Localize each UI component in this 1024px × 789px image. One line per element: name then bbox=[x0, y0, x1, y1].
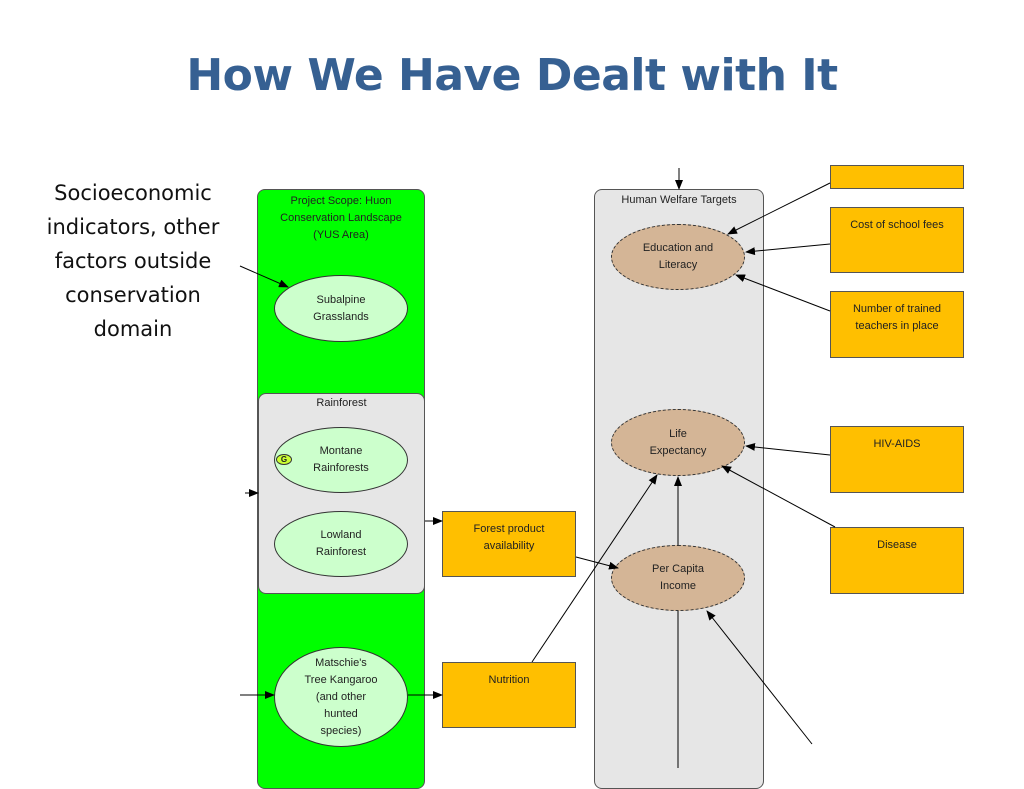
trained-teachers-label: Number of trained teachers in place bbox=[852, 303, 942, 332]
rainforest-title: Rainforest bbox=[316, 397, 367, 409]
hiv-aids-box[interactable]: HIV-AIDS bbox=[830, 426, 964, 493]
subalpine-grasslands-label: Subalpine Grasslands bbox=[313, 293, 369, 323]
nutrition-box[interactable]: Nutrition bbox=[442, 662, 576, 728]
montane-rainforests-label: Montane Rainforests bbox=[313, 445, 369, 474]
education-literacy-node[interactable]: Education and Literacy bbox=[611, 224, 745, 290]
lowland-rainforest-node[interactable]: Lowland Rainforest bbox=[274, 511, 408, 577]
school-fees-label: Cost of school fees bbox=[850, 219, 944, 231]
top-to-education-arrow bbox=[727, 182, 831, 235]
slide-title: How We Have Dealt with It bbox=[186, 50, 838, 101]
life-expectancy-node[interactable]: Life Expectancy bbox=[611, 409, 745, 476]
goal-badge-icon: G bbox=[276, 454, 292, 465]
side-note: Socioeconomic indicators, other factors … bbox=[46, 181, 220, 341]
disease-box[interactable]: Disease bbox=[830, 527, 964, 594]
teachers-to-education-arrow bbox=[735, 274, 831, 312]
nutrition-to-life-arrow bbox=[531, 474, 658, 663]
disease-label: Disease bbox=[877, 539, 917, 551]
hiv-aids-label: HIV-AIDS bbox=[873, 438, 921, 450]
forest-product-to-income-arrow bbox=[575, 556, 619, 570]
tree-kangaroo-label: Matschie's Tree Kangaroo (and other hunt… bbox=[304, 656, 378, 737]
forest-product-box[interactable]: Forest product availability bbox=[442, 511, 576, 577]
hiv-to-life-arrow bbox=[745, 442, 831, 456]
school-fees-box[interactable]: Cost of school fees bbox=[830, 207, 964, 273]
top-factor-box[interactable] bbox=[830, 165, 964, 189]
trained-teachers-box[interactable]: Number of trained teachers in place bbox=[830, 291, 964, 358]
school-fees-to-education-arrow bbox=[745, 243, 831, 256]
forest-product-label: Forest product availability bbox=[473, 523, 545, 552]
montane-rainforests-node[interactable]: Montane Rainforests bbox=[274, 427, 408, 493]
subalpine-grasslands-node[interactable]: Subalpine Grasslands bbox=[274, 275, 408, 342]
connector-layer bbox=[239, 168, 836, 768]
upstream-to-income-arrow bbox=[706, 610, 813, 745]
nutrition-label: Nutrition bbox=[488, 674, 530, 686]
tree-kangaroo-node[interactable]: Matschie's Tree Kangaroo (and other hunt… bbox=[274, 647, 408, 747]
lowland-rainforest-label: Lowland Rainforest bbox=[315, 529, 367, 558]
disease-to-life-arrow bbox=[721, 465, 836, 528]
note-to-subalpine-arrow bbox=[239, 265, 289, 288]
education-literacy-label: Education and Literacy bbox=[642, 242, 714, 271]
per-capita-income-node[interactable]: Per Capita Income bbox=[611, 545, 745, 611]
human-welfare-targets-title: Human Welfare Targets bbox=[621, 194, 737, 206]
life-expectancy-label: Life Expectancy bbox=[649, 427, 707, 457]
project-scope-title: Project Scope: Huon Conservation Landsca… bbox=[280, 195, 402, 241]
per-capita-income-label: Per Capita Income bbox=[652, 563, 704, 592]
